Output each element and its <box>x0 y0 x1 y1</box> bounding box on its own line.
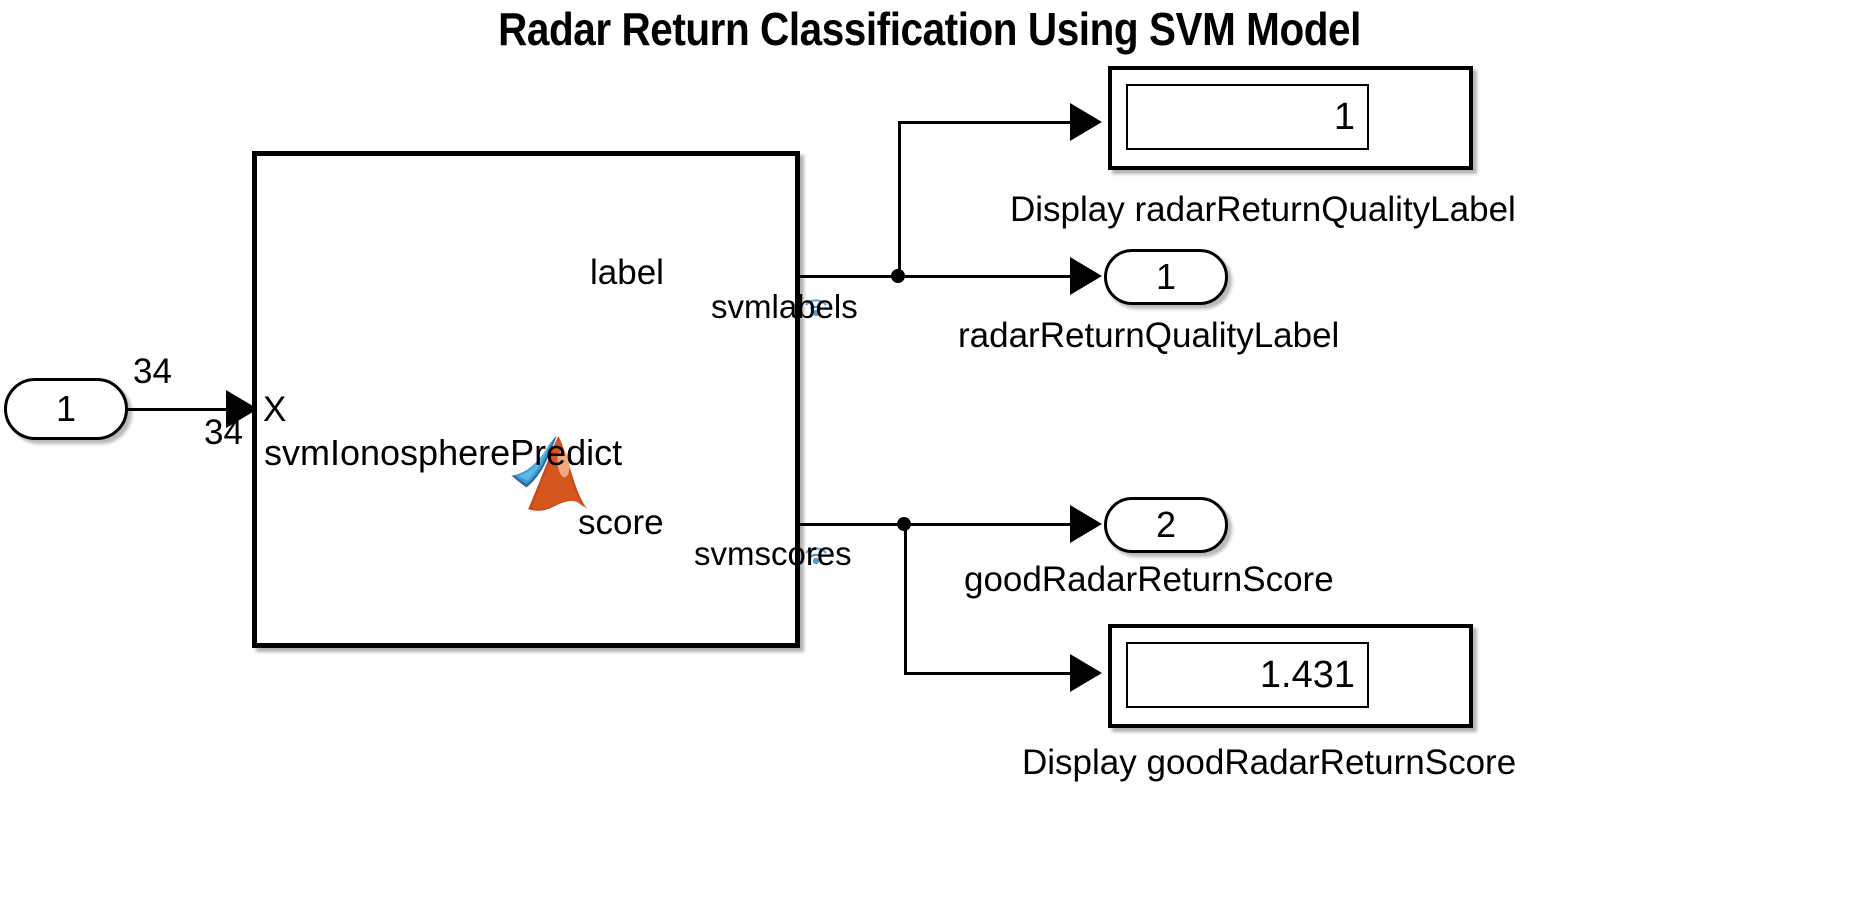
wire-label-port[interactable] <box>800 275 900 278</box>
svm-outport-label-label: label <box>590 253 664 292</box>
signal-width-label-top: 34 <box>133 352 172 391</box>
page-title: Radar Return Classification Using SVM Mo… <box>498 3 1361 55</box>
wire-score-port[interactable] <box>800 523 905 526</box>
wire-label-to-outport[interactable] <box>898 275 1073 278</box>
output-port-radar-return-quality-label[interactable]: 1 <box>1104 249 1228 305</box>
output-port-caption-good-radar-return-score: goodRadarReturnScore <box>964 560 1334 599</box>
output-port-value-good-radar-return-score: 2 <box>1155 504 1177 545</box>
display-caption-radar-return-quality-label: Display radarReturnQualityLabel <box>1010 190 1516 229</box>
svm-block-name: svmIonospherePredict <box>264 432 623 473</box>
output-port-caption-radar-return-quality-label: radarReturnQualityLabel <box>958 316 1340 355</box>
display-block-radar-return-quality-label[interactable]: 1 <box>1108 66 1473 170</box>
arrowhead-outport-label <box>1070 257 1102 295</box>
output-port-value-radar-return-quality-label: 1 <box>1155 256 1177 297</box>
wire-label-branch-up[interactable] <box>898 121 901 277</box>
output-port-good-radar-return-score[interactable]: 2 <box>1104 497 1228 553</box>
display-value-radar-return-quality-label: 1 <box>1126 84 1369 150</box>
signal-logging-icon-label <box>803 292 829 317</box>
arrowhead-display-label <box>1070 103 1102 141</box>
wire-score-to-outport[interactable] <box>904 523 1074 526</box>
arrowhead-outport-score <box>1070 505 1102 543</box>
signal-name-svmscores: svmscores <box>694 535 852 572</box>
display-value-good-radar-return-score: 1.431 <box>1126 642 1369 708</box>
matlab-logo-icon <box>508 432 592 516</box>
input-port-value: 1 <box>55 388 77 429</box>
arrowhead-display-score <box>1070 654 1102 692</box>
display-caption-good-radar-return-score: Display goodRadarReturnScore <box>1022 743 1517 782</box>
svm-inport-label-x: X <box>263 390 287 429</box>
svm-predict-block[interactable] <box>252 151 800 648</box>
input-port-block[interactable]: 1 <box>4 378 128 440</box>
wire-score-to-display[interactable] <box>904 672 1074 675</box>
wire-label-to-display[interactable] <box>898 121 1073 124</box>
signal-name-svmlabels: svmlabels <box>711 288 858 325</box>
wire-score-branch-down[interactable] <box>904 523 907 675</box>
display-block-good-radar-return-score[interactable]: 1.431 <box>1108 624 1473 728</box>
svm-outport-label-score: score <box>578 503 664 542</box>
signal-logging-icon-score <box>803 540 829 565</box>
wire-input-to-svm[interactable] <box>128 408 230 411</box>
